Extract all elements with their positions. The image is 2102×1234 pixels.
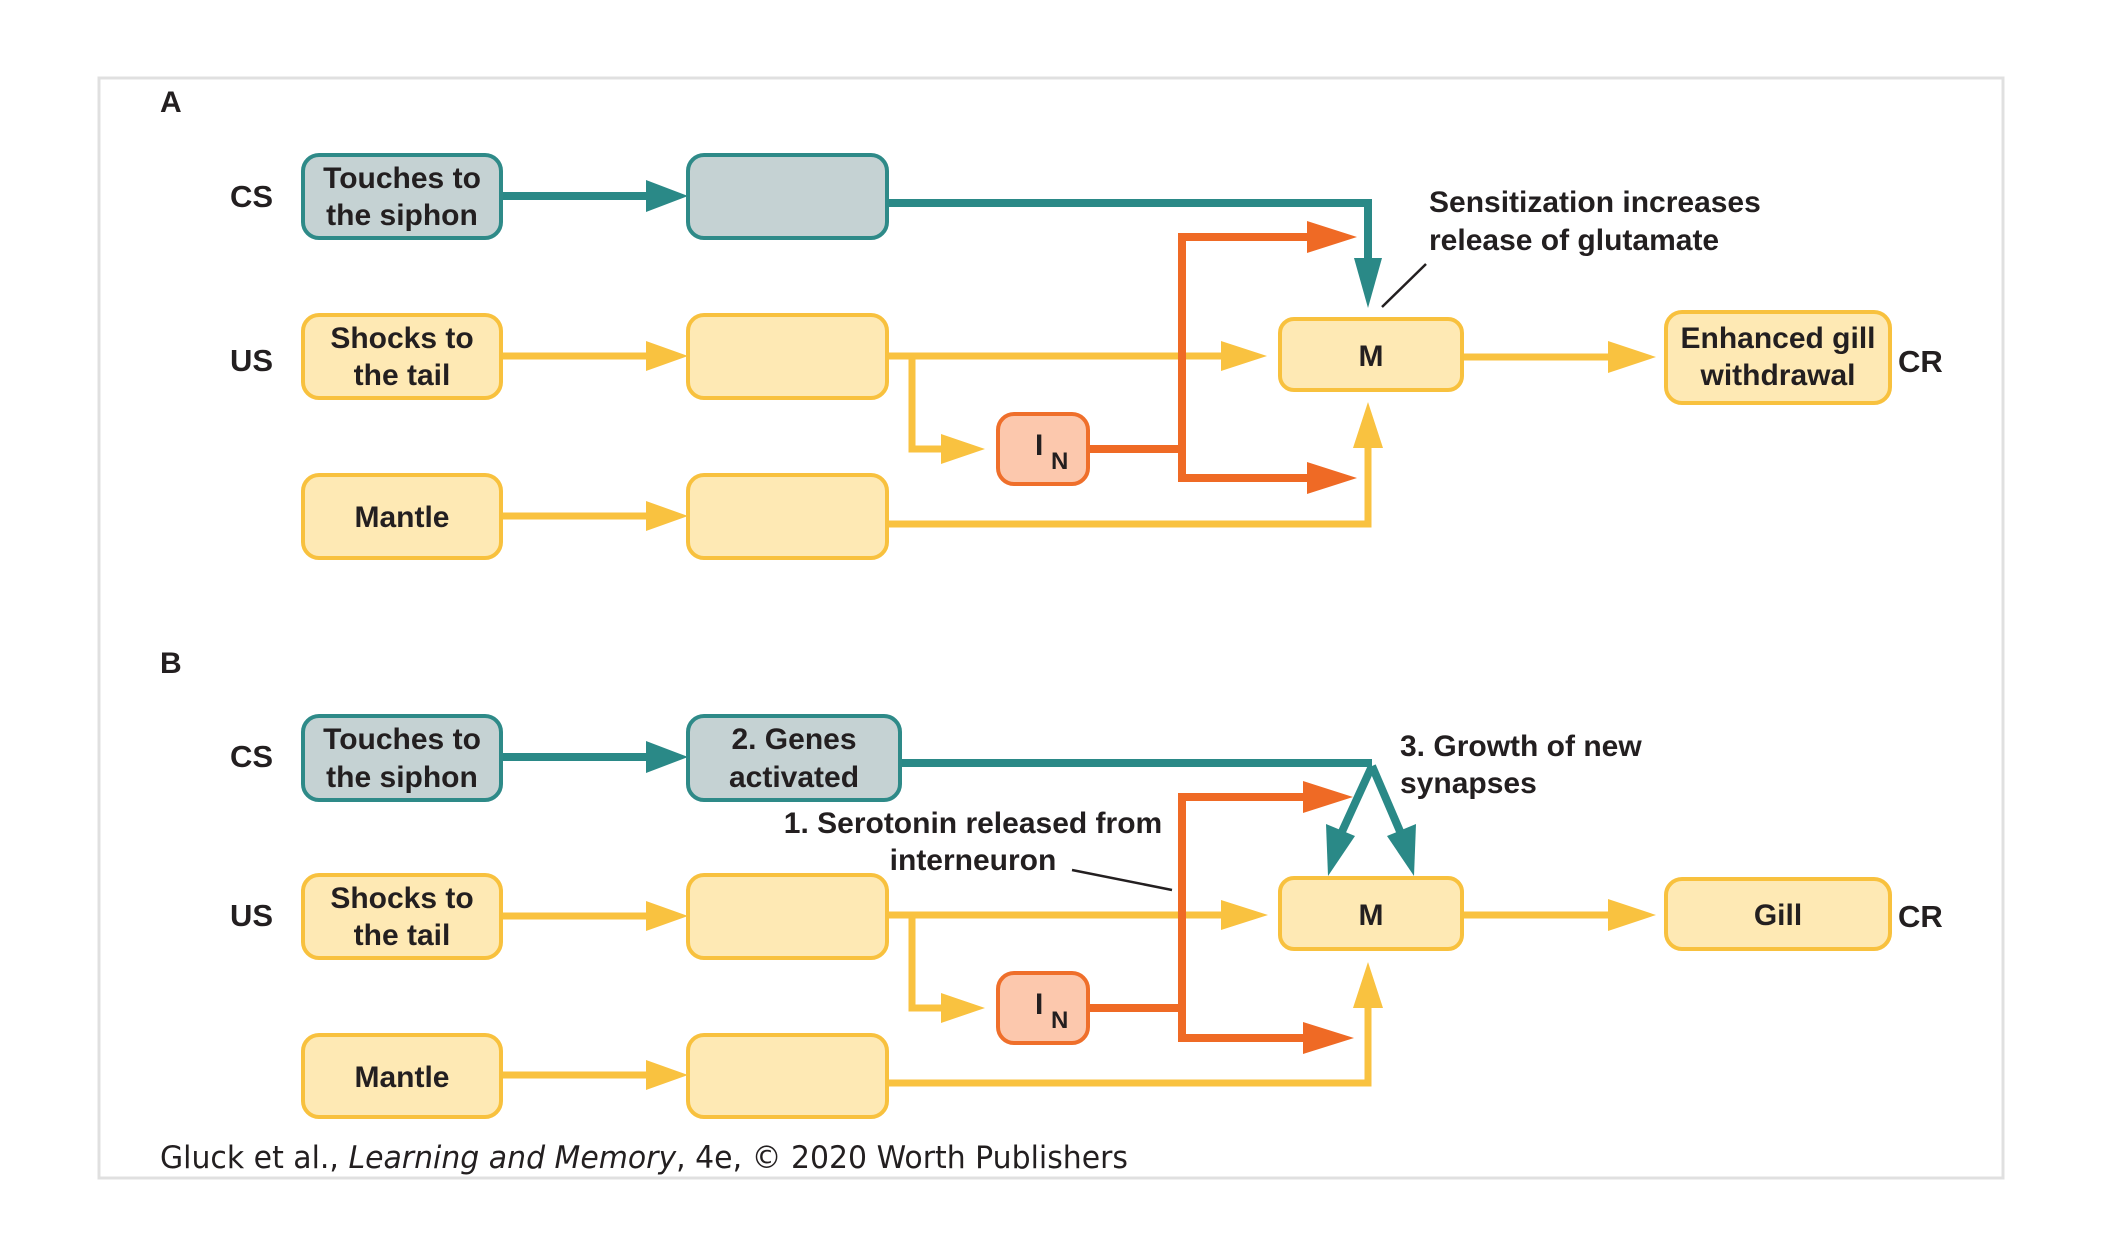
panel-b-in-branches: [1178, 793, 1307, 1042]
panel-b-connections: [501, 741, 1656, 1090]
panel-a-us-label: US: [230, 343, 273, 378]
panel-b-us-input-box: Shocks to the tail: [301, 873, 503, 960]
panel-b-us-neuron-box: [686, 873, 889, 960]
panel-a-cs-arrowhead-1: [646, 180, 688, 212]
panel-b-interneuron-subscript: N: [1051, 1007, 1068, 1034]
panel-b-interneuron-box: I N: [996, 971, 1090, 1045]
panel-a-in-branches: [1178, 233, 1311, 482]
panel-b-serotonin-line2: interneuron: [890, 844, 1057, 877]
panel-a-us-branch: [908, 356, 945, 453]
panel-b-us-branch-arrowhead: [941, 993, 985, 1023]
panel-a-mantle-input-box: Mantle: [301, 473, 503, 560]
panel-a-mantle-arrowhead-1: [646, 501, 688, 531]
panel-a-cs-arrowhead-2: [1354, 258, 1382, 308]
panel-a-us-input-box: Shocks to the tail: [301, 313, 503, 400]
panel-a-mantle-input-label: Mantle: [354, 501, 449, 534]
panel-b-mantle-input-label: Mantle: [354, 1061, 449, 1094]
panel-a-us-neuron-box: [686, 313, 889, 400]
panel-b-mantle-arrow-2: [887, 1006, 1372, 1087]
figure-frame: [97, 76, 2005, 1180]
panel-b-fork-right: [1368, 764, 1406, 838]
panel-a-annotation-leader: [1381, 263, 1427, 308]
panel-a-cs-input-box: Touches to the siphon: [301, 153, 503, 240]
panel-a-us-input-line2: the tail: [354, 359, 451, 392]
panel-a-in-arrowhead-top: [1307, 221, 1357, 253]
panel-a-letter: A: [160, 86, 182, 119]
panel-a-mantle-arrowhead-2: [1353, 402, 1383, 448]
panel-a-interneuron-box: I N: [996, 412, 1090, 486]
panel-a-motor-neuron-label: M: [1359, 340, 1384, 373]
credit-edition-publisher: , 4e, © 2020 Worth Publishers: [676, 1140, 1128, 1176]
panel-b: B CS US: [160, 647, 1943, 1119]
panel-b-cs-neuron-box: 2. Genes activated: [686, 714, 902, 802]
panel-b-interneuron-label: I: [1035, 988, 1043, 1021]
panel-a-cs-input-line2: the siphon: [326, 199, 478, 232]
panel-a-cs-label: CS: [230, 179, 273, 214]
panel-a-cs-arrow-2: [887, 199, 1372, 262]
panel-a-motor-neuron-box: M: [1278, 317, 1464, 392]
panel-a-cs-input-line1: Touches to: [323, 162, 481, 195]
panel-a-annotation-line1: Sensitization increases: [1429, 186, 1761, 219]
panel-b-us-arrowhead-1: [646, 901, 688, 931]
panel-a-us-input-line1: Shocks to: [330, 322, 473, 355]
panel-b-us-input-line2: the tail: [354, 919, 451, 952]
panel-a-response-box: Enhanced gill withdrawal: [1664, 310, 1892, 405]
panel-b-mantle-arrowhead-1: [646, 1060, 688, 1090]
panel-a-response-line2: withdrawal: [1699, 359, 1855, 392]
panel-a-connections: [501, 180, 1656, 531]
panel-b-us-arrowhead-2: [1221, 900, 1268, 930]
panel-b-growth-line1: 3. Growth of new: [1400, 730, 1642, 763]
panel-a-mantle-neuron-box: [686, 473, 889, 560]
panel-b-us-input-line1: Shocks to: [330, 882, 473, 915]
figure-credit: Gluck et al., Learning and Memory, 4e, ©…: [160, 1140, 1128, 1176]
credit-authors: Gluck et al.,: [160, 1140, 348, 1176]
panel-b-mantle-input-box: Mantle: [301, 1033, 503, 1119]
panel-b-cs-input-line1: Touches to: [323, 723, 481, 756]
panel-b-letter: B: [160, 647, 182, 680]
panel-a-interneuron-label: I: [1035, 429, 1043, 462]
panel-b-cs-arrowhead-1: [646, 741, 688, 773]
panel-b-cs-input-line2: the siphon: [326, 761, 478, 794]
panel-b-in-arrowhead-bottom: [1303, 1022, 1354, 1054]
panel-b-us-label: US: [230, 898, 273, 933]
panel-b-fork-left: [1336, 764, 1376, 838]
panel-b-fork-arrowhead-right: [1387, 824, 1416, 876]
panel-a-annotation: Sensitization increases release of gluta…: [1381, 186, 1761, 308]
panel-b-us-branch: [908, 915, 945, 1012]
panel-a-us-branch-arrowhead: [941, 434, 985, 464]
panel-a-cs-neuron-box: [686, 153, 889, 240]
panel-b-m-arrowhead: [1608, 899, 1656, 931]
panel-b-mantle-neuron-box: [686, 1033, 889, 1119]
panel-b-cr-label: CR: [1898, 899, 1943, 934]
panel-a-m-arrowhead: [1608, 341, 1656, 373]
panel-b-mantle-arrowhead-2: [1353, 962, 1383, 1008]
panel-a-response-line1: Enhanced gill: [1680, 322, 1875, 355]
panel-a-us-arrowhead-2: [1221, 341, 1267, 371]
panel-b-motor-neuron-box: M: [1278, 876, 1464, 951]
panel-a-us-arrowhead-1: [646, 341, 688, 371]
panel-b-response-label: Gill: [1754, 899, 1802, 932]
panel-b-serotonin-leader: [1071, 868, 1173, 892]
panel-b-fork-arrowhead-left: [1326, 824, 1355, 876]
panel-a-in-arrowhead-bottom: [1307, 462, 1357, 494]
panel-b-growth-annotation: 3. Growth of new synapses: [1400, 730, 1642, 800]
panel-a: A CS US: [160, 86, 1943, 560]
panel-b-cs-input-box: Touches to the siphon: [301, 714, 503, 802]
panel-b-serotonin-annotation: 1. Serotonin released from interneuron: [784, 807, 1173, 892]
panel-b-response-box: Gill: [1664, 877, 1892, 951]
panel-b-serotonin-line1: 1. Serotonin released from: [784, 807, 1162, 840]
panel-b-motor-neuron-label: M: [1359, 899, 1384, 932]
panel-b-cs-label: CS: [230, 739, 273, 774]
panel-a-annotation-line2: release of glutamate: [1429, 224, 1719, 257]
panel-a-cr-label: CR: [1898, 344, 1943, 379]
panel-a-interneuron-subscript: N: [1051, 448, 1068, 475]
panel-b-cs-neuron-line1: 2. Genes: [731, 723, 856, 756]
panel-b-cs-neuron-line2: activated: [729, 761, 859, 794]
panel-a-mantle-arrow-2: [887, 446, 1372, 528]
panel-b-in-arrowhead-top: [1303, 781, 1353, 813]
panel-b-growth-line2: synapses: [1400, 767, 1537, 800]
credit-book-title: Learning and Memory: [348, 1140, 676, 1176]
